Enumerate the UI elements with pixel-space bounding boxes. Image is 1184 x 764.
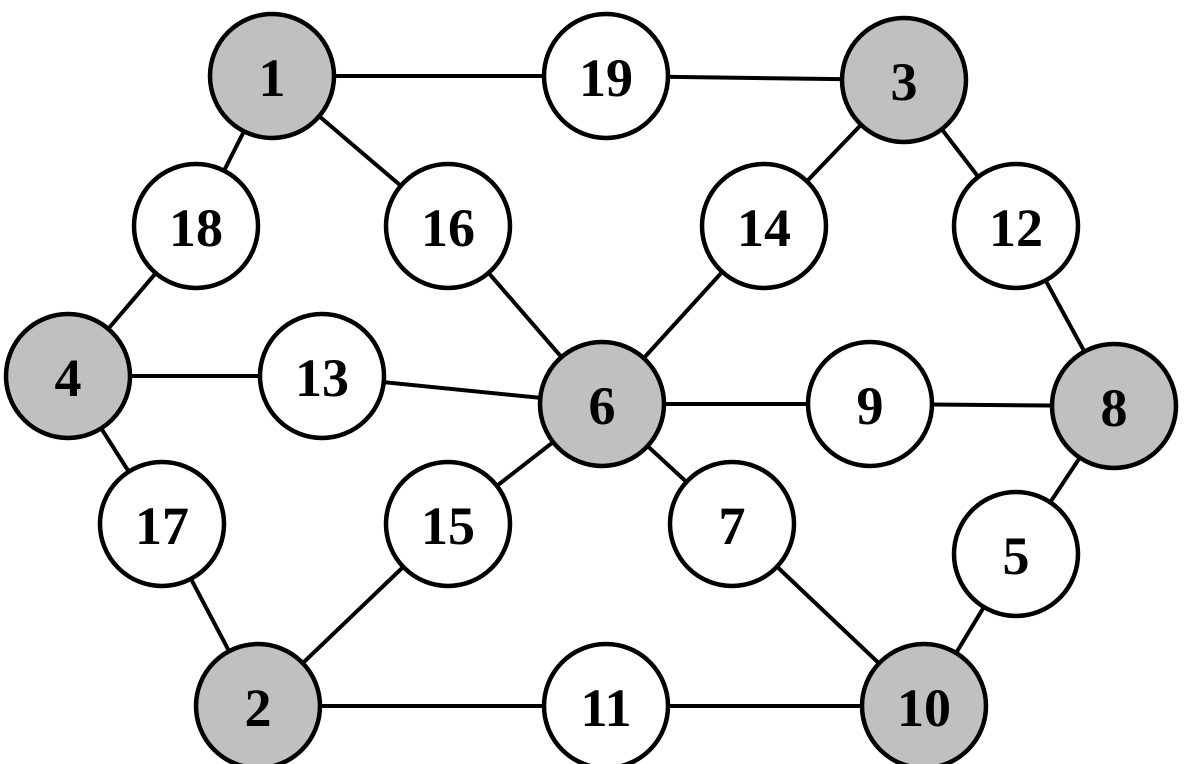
node-10: 10 bbox=[859, 641, 989, 764]
node-10-circle bbox=[859, 641, 989, 764]
node-4: 4 bbox=[3, 311, 133, 441]
node-14: 14 bbox=[699, 161, 829, 291]
node-2-circle bbox=[193, 641, 323, 764]
node-13-circle bbox=[257, 311, 387, 441]
node-15: 15 bbox=[383, 459, 513, 589]
node-2-label: 2 bbox=[245, 678, 272, 738]
node-9-label: 9 bbox=[857, 376, 884, 436]
node-2: 2 bbox=[193, 641, 323, 764]
node-19-label: 19 bbox=[579, 48, 633, 108]
node-13-label: 13 bbox=[295, 348, 349, 408]
node-4-circle bbox=[3, 311, 133, 441]
node-1: 1 bbox=[207, 11, 337, 141]
node-16: 16 bbox=[383, 161, 513, 291]
node-11-circle bbox=[541, 641, 671, 764]
node-3-circle bbox=[839, 15, 969, 145]
node-17-circle bbox=[97, 459, 227, 589]
node-19: 19 bbox=[541, 11, 671, 141]
node-5: 5 bbox=[951, 489, 1081, 619]
node-11: 11 bbox=[541, 641, 671, 764]
node-18: 18 bbox=[131, 161, 261, 291]
node-6: 6 bbox=[537, 339, 667, 469]
node-9: 9 bbox=[805, 339, 935, 469]
node-8-circle bbox=[1049, 341, 1179, 471]
node-7: 7 bbox=[667, 459, 797, 589]
node-8-label: 8 bbox=[1101, 378, 1128, 438]
node-17: 17 bbox=[97, 459, 227, 589]
node-14-label: 14 bbox=[737, 198, 791, 258]
node-12: 12 bbox=[951, 161, 1081, 291]
node-18-label: 18 bbox=[169, 198, 223, 258]
node-1-label: 1 bbox=[259, 48, 286, 108]
node-17-label: 17 bbox=[135, 496, 189, 556]
node-12-circle bbox=[951, 161, 1081, 291]
node-5-circle bbox=[951, 489, 1081, 619]
node-8: 8 bbox=[1049, 341, 1179, 471]
node-19-circle bbox=[541, 11, 671, 141]
node-7-label: 7 bbox=[719, 496, 746, 556]
node-3: 3 bbox=[839, 15, 969, 145]
node-14-circle bbox=[699, 161, 829, 291]
node-6-circle bbox=[537, 339, 667, 469]
node-9-circle bbox=[805, 339, 935, 469]
node-3-label: 3 bbox=[891, 52, 918, 112]
node-16-label: 16 bbox=[421, 198, 475, 258]
node-4-label: 4 bbox=[55, 348, 82, 408]
node-15-label: 15 bbox=[421, 496, 475, 556]
node-16-circle bbox=[383, 161, 513, 291]
node-10-label: 10 bbox=[897, 678, 951, 738]
node-12-label: 12 bbox=[989, 198, 1043, 258]
node-18-circle bbox=[131, 161, 261, 291]
node-7-circle bbox=[667, 459, 797, 589]
node-15-circle bbox=[383, 459, 513, 589]
node-13: 13 bbox=[257, 311, 387, 441]
node-11-label: 11 bbox=[580, 678, 631, 738]
node-6-label: 6 bbox=[589, 376, 616, 436]
node-1-circle bbox=[207, 11, 337, 141]
node-5-label: 5 bbox=[1003, 526, 1030, 586]
